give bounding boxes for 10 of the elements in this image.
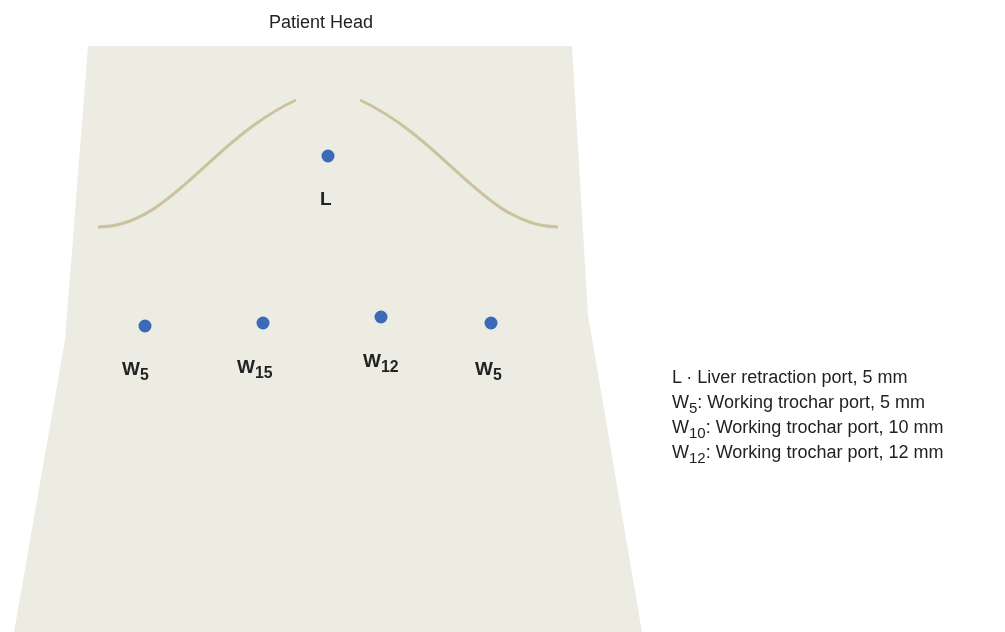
port-label: L [320,188,332,210]
port-label: W$_{15}$ [237,356,273,382]
legend-entry: L · Liver retraction port, 5 mm [672,367,908,388]
port-label: W$_{5}$ [475,358,502,384]
legend-entry: W$_{5}$: Working trochar port, 5 mm [672,392,926,416]
port-label: W$_{12}$ [363,350,399,376]
legend-entry: W$_{10}$: Working trochar port, 10 mm [672,417,944,441]
legend-entry: W$_{12}$: Working trochar port, 12 mm [672,442,944,466]
port-label: W$_{5}$ [122,358,149,384]
heading: Patient Head [269,12,374,33]
